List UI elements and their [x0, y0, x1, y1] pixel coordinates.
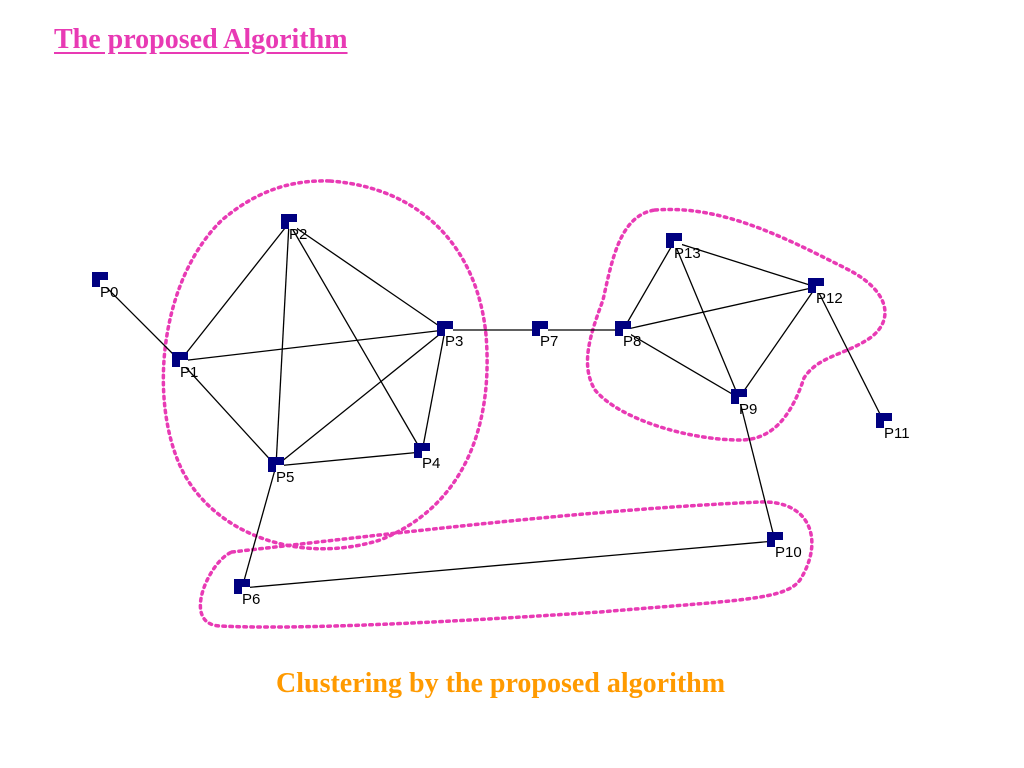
node-label: P7: [540, 333, 558, 350]
diagram-caption: Clustering by the proposed algorithm: [276, 668, 726, 699]
edge-p2-p5: [275, 222, 290, 467]
edge-p1-p2: [179, 222, 290, 362]
node-label: P1: [180, 364, 198, 381]
node-marker-notch: [445, 329, 453, 336]
node-p11: P11: [876, 413, 910, 442]
node-label: P10: [775, 544, 802, 561]
edge-p4-p5: [275, 451, 423, 467]
node-p1: P1: [172, 352, 198, 381]
node-p8: P8: [615, 321, 641, 350]
edge-p2-p3: [288, 222, 446, 331]
node-marker-notch: [775, 540, 783, 547]
edge-p13-p12: [673, 241, 817, 288]
node-marker-notch: [884, 421, 892, 428]
edge-p9-p10: [738, 397, 776, 542]
edge-p6-p10: [241, 540, 776, 589]
node-marker-notch: [540, 329, 548, 336]
cluster-outline-2: [585, 207, 887, 442]
node-p10: P10: [767, 532, 802, 561]
node-label: P4: [422, 455, 440, 472]
edge-p1-p5: [179, 360, 277, 467]
edge-p5-p6: [241, 465, 277, 589]
node-label: P11: [884, 425, 910, 442]
node-label: P0: [100, 284, 118, 301]
node-label: P5: [276, 469, 294, 486]
node-label: P12: [816, 290, 843, 307]
node-label: P2: [289, 226, 307, 243]
edge-p3-p4: [421, 329, 446, 453]
node-p5: P5: [268, 457, 294, 486]
node-marker-notch: [739, 397, 747, 404]
edge-p0-p1: [99, 280, 181, 362]
node-marker-notch: [276, 465, 284, 472]
node-p0: P0: [92, 272, 118, 301]
node-marker-notch: [242, 587, 250, 594]
edge-p12-p9: [738, 286, 817, 399]
edge-p8-p12: [622, 286, 817, 331]
node-p2: P2: [281, 214, 307, 243]
edge-p3-p5: [275, 329, 446, 467]
node-marker-notch: [674, 241, 682, 248]
node-p13: P13: [666, 233, 701, 262]
node-p3: P3: [437, 321, 463, 350]
cluster-layer: [161, 179, 887, 629]
node-marker-notch: [422, 451, 430, 458]
node-p6: P6: [234, 579, 260, 608]
node-p12: P12: [808, 278, 843, 307]
node-marker-notch: [180, 360, 188, 367]
node-label: P3: [445, 333, 463, 350]
node-label: P13: [674, 245, 701, 262]
slide-title: The proposed Algorithm: [54, 24, 348, 55]
edge-p13-p9: [673, 241, 740, 399]
edge-p12-p11: [815, 286, 885, 423]
edge-p2-p4: [288, 222, 423, 453]
node-p9: P9: [731, 389, 757, 418]
node-label: P8: [623, 333, 641, 350]
node-p4: P4: [414, 443, 440, 472]
edge-p8-p9: [622, 329, 740, 399]
node-p7: P7: [532, 321, 558, 350]
node-label: P6: [242, 591, 260, 608]
node-marker-notch: [100, 280, 108, 287]
edge-layer: [99, 222, 885, 589]
cluster-outline-1: [161, 179, 489, 551]
node-marker-notch: [623, 329, 631, 336]
edge-p8-p13: [622, 241, 675, 331]
node-marker-notch: [816, 286, 824, 293]
node-label: P9: [739, 401, 757, 418]
edge-p1-p3: [179, 329, 446, 362]
cluster-outline-3: [198, 500, 814, 629]
node-marker-notch: [289, 222, 297, 229]
